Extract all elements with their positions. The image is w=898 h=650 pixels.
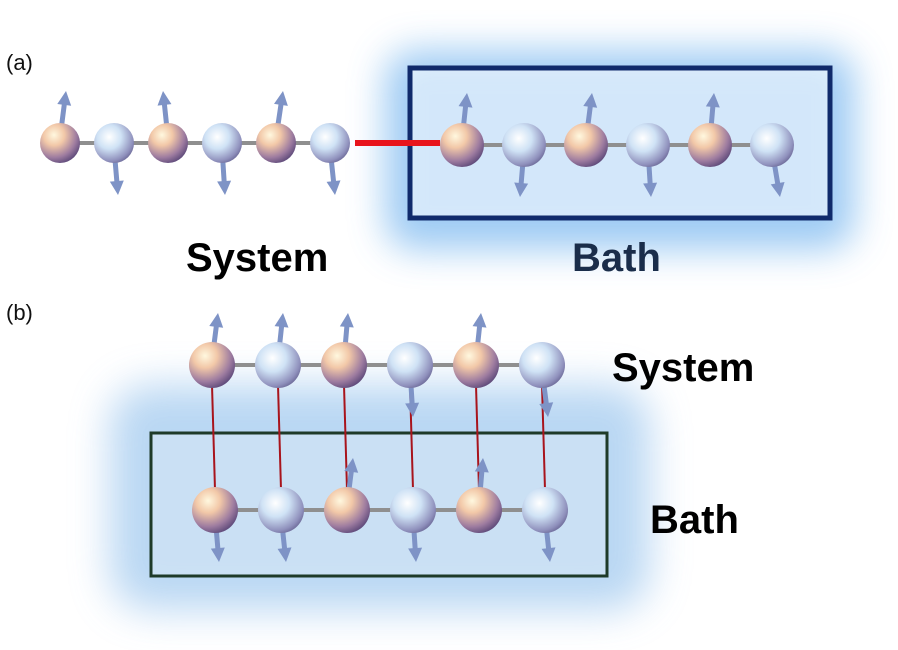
spin-sphere [321,342,367,388]
bath-region-b [110,385,650,610]
spin-sphere [502,123,546,167]
spin-up [456,458,502,533]
spin-down [258,487,304,562]
spin-up [189,313,235,388]
spin-sphere [440,123,484,167]
spin-down [94,123,134,195]
spin-sphere [40,123,80,163]
spin-sphere [453,342,499,388]
spin-down [202,123,242,195]
spin-up [40,91,80,163]
spin-sphere [750,123,794,167]
spin-sphere [258,487,304,533]
spin-up [324,458,370,533]
panel-a-label: (a) [6,50,33,75]
spin-up [453,313,499,388]
spin-sphere [189,342,235,388]
system-chain-a [40,91,350,195]
bath-chain-a [440,93,794,197]
spin-up [148,91,188,163]
coupling-link-b [343,384,348,491]
spin-up [688,93,732,167]
spin-down [502,123,546,197]
bath-label-b: Bath [650,498,739,542]
spin-down [310,123,350,195]
coupling-link-b [541,384,546,491]
spin-sphere [202,123,242,163]
bath-chain-b [192,458,568,562]
spin-up [256,91,296,163]
coupling-link-b [475,384,480,491]
spin-up [440,93,484,167]
spin-sphere [564,123,608,167]
coupling-link-b [211,384,216,491]
system-label-a: System [186,236,329,280]
system-label-b: System [612,346,755,390]
spin-sphere [94,123,134,163]
spin-down [192,487,238,562]
spin-sphere [324,487,370,533]
spin-up [564,93,608,167]
spin-sphere [456,487,502,533]
spin-sphere [688,123,732,167]
spin-up [321,313,367,388]
spin-down [387,342,433,417]
spin-sphere [522,487,568,533]
system-chain-b [189,313,565,417]
spin-sphere [387,342,433,388]
spin-sphere [310,123,350,163]
coupling-link-b [277,384,282,491]
spin-down [390,487,436,562]
spin-down [519,342,565,417]
spin-sphere [390,487,436,533]
spin-down [522,487,568,562]
spin-up [255,313,301,388]
spin-sphere [256,123,296,163]
spin-sphere [626,123,670,167]
bath-label-a: Bath [572,236,661,280]
spin-sphere [255,342,301,388]
spin-sphere [148,123,188,163]
spin-sphere [519,342,565,388]
spin-down [626,123,670,197]
spin-down [750,123,794,197]
spin-sphere [192,487,238,533]
panel-b-label: (b) [6,300,33,325]
